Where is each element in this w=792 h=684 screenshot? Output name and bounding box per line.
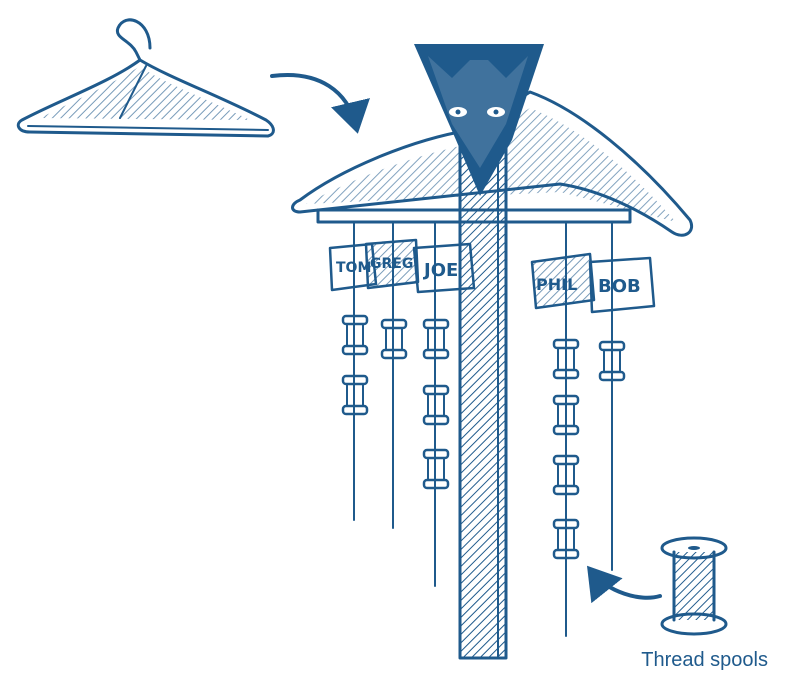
spool: [552, 338, 580, 380]
tag-phil-label: PHIL: [536, 275, 577, 294]
spool: [552, 394, 580, 436]
spool: [552, 454, 580, 496]
spool: [552, 518, 580, 560]
tag-joe: JOE: [412, 242, 476, 294]
spool: [341, 314, 369, 356]
tag-phil: PHIL: [530, 252, 596, 310]
tag-joe-label: JOE: [422, 260, 458, 281]
tag-greg: GREG: [364, 238, 420, 290]
hanger-icon: [16, 18, 275, 138]
spool: [422, 448, 450, 490]
tag-bob: BOB: [588, 256, 656, 314]
spool: [380, 318, 408, 360]
spool: [422, 318, 450, 360]
spool-icon: [660, 536, 728, 636]
bracket: [414, 44, 544, 196]
tag-greg-label: GREG: [370, 256, 413, 272]
tag-tom-label: TOM: [336, 260, 371, 276]
caption: Thread spools: [641, 649, 768, 671]
arrow-icon: [586, 565, 662, 604]
spool: [422, 384, 450, 426]
spool: [341, 374, 369, 416]
arrow-icon: [270, 73, 370, 134]
spool: [598, 340, 626, 382]
tag-bob-label: BOB: [598, 276, 641, 297]
